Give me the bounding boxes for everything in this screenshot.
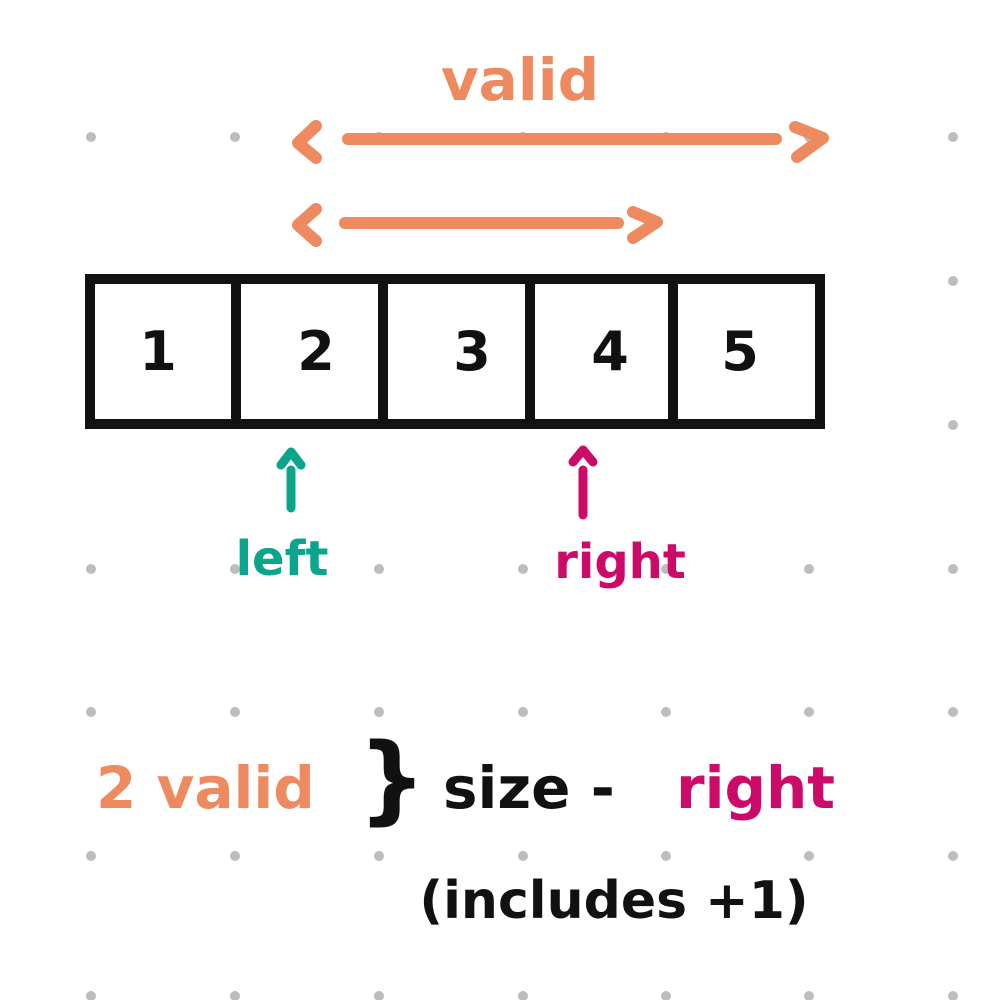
array-cell-value: 2 <box>297 320 335 383</box>
valid-count-label: 2 valid <box>96 754 315 822</box>
valid-range-arrow-short <box>292 203 663 247</box>
grid-dot <box>661 707 671 717</box>
grid-dot <box>86 991 96 1000</box>
grid-dot <box>948 132 958 142</box>
grid-dot <box>86 132 96 142</box>
arrow-right-head <box>789 121 829 163</box>
formula: 2 valid } size - right (includes +1) <box>96 723 835 931</box>
valid-label: valid <box>441 46 599 114</box>
up-arrow-icon <box>568 445 598 467</box>
right-pointer: right <box>554 445 686 590</box>
grid-dot <box>804 991 814 1000</box>
grid-dot <box>948 707 958 717</box>
grid-dot <box>948 276 958 286</box>
grid-dot <box>948 564 958 574</box>
dot-grid-background <box>86 132 958 1000</box>
brace-glyph: } <box>358 723 426 835</box>
array-cell-value: 4 <box>591 320 629 383</box>
grid-dot <box>86 707 96 717</box>
grid-dot <box>804 564 814 574</box>
grid-dot <box>518 991 528 1000</box>
grid-dot <box>230 991 240 1000</box>
grid-dot <box>230 132 240 142</box>
grid-dot <box>230 851 240 861</box>
left-pointer-label: left <box>236 531 329 587</box>
grid-dot <box>518 564 528 574</box>
grid-dot <box>230 707 240 717</box>
grid-dot <box>374 991 384 1000</box>
grid-dot <box>948 420 958 430</box>
right-pointer-label: right <box>554 534 686 590</box>
grid-dot <box>518 851 528 861</box>
array: 1 2 3 4 5 <box>85 274 825 429</box>
grid-dot <box>948 851 958 861</box>
expression-variable: right <box>676 754 835 822</box>
grid-dot <box>230 564 240 574</box>
array-cell-value: 5 <box>721 320 759 383</box>
grid-dot <box>86 564 96 574</box>
left-pointer: left <box>236 447 329 587</box>
arrow-left-head <box>292 203 322 247</box>
grid-dot <box>661 564 671 574</box>
grid-dot <box>86 851 96 861</box>
grid-dot <box>374 851 384 861</box>
valid-range-arrow-long <box>292 120 829 164</box>
arrow-left-head <box>292 120 322 164</box>
grid-dot <box>374 707 384 717</box>
grid-dot <box>804 707 814 717</box>
up-arrow-icon <box>276 447 306 470</box>
array-cell-value: 3 <box>453 320 491 383</box>
grid-dot <box>661 991 671 1000</box>
arrow-right-head <box>627 206 663 244</box>
grid-dot <box>661 851 671 861</box>
array-outline <box>85 274 825 429</box>
array-cell-value: 1 <box>139 320 177 383</box>
includes-note: (includes +1) <box>419 871 808 931</box>
grid-dot <box>948 991 958 1000</box>
grid-dot <box>518 707 528 717</box>
grid-dot <box>374 564 384 574</box>
expression-prefix: size - <box>443 754 615 822</box>
grid-dot <box>804 851 814 861</box>
